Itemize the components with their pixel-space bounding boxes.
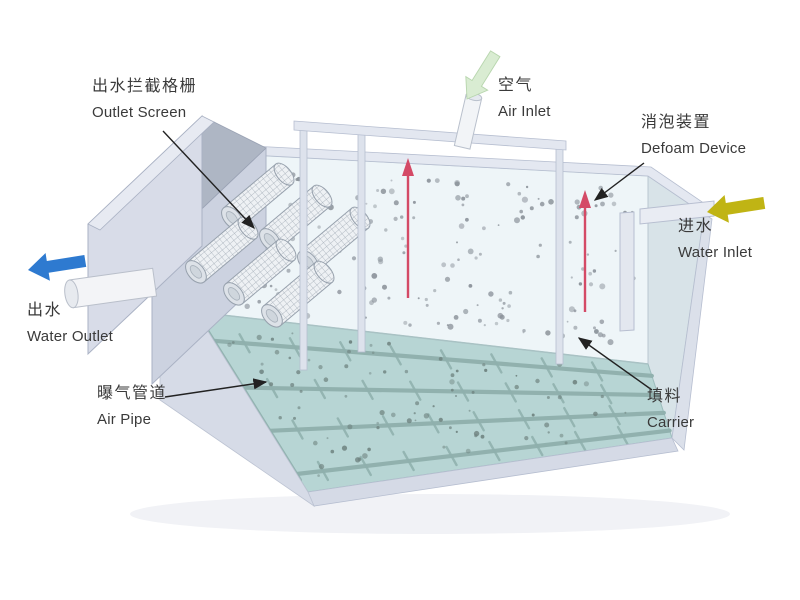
outlet-screen-arrow <box>162 130 255 230</box>
outlet-screens <box>185 162 371 328</box>
defoam-arrowhead-1 <box>402 158 414 176</box>
outlet-pipe-end <box>64 279 79 309</box>
frame-post-right <box>555 141 564 365</box>
label-water-inlet-en: Water Inlet <box>678 244 753 261</box>
water-outlet-arrow <box>28 253 87 281</box>
label-outlet-screen-en: Outlet Screen <box>92 104 187 121</box>
label-air-pipe-en: Air Pipe <box>97 411 152 428</box>
water-inlet-arrow <box>707 195 766 223</box>
chamber-left-wall-top <box>87 115 215 231</box>
carrier-frame <box>293 120 567 371</box>
defoam-device-2 <box>579 190 591 312</box>
defoam-arrowhead-2 <box>579 190 591 208</box>
label-water-outlet: 出水 Water Outlet <box>27 302 114 345</box>
label-water-outlet-zh: 出水 <box>27 302 63 319</box>
dots-floor <box>227 332 627 477</box>
label-air-inlet-en: Air Inlet <box>498 103 551 120</box>
label-air-inlet-zh: 空气 <box>498 77 534 94</box>
air-pipe-arrow <box>164 378 268 398</box>
label-water-inlet: 进水 Water Inlet <box>678 218 753 261</box>
label-defoam-device: 消泡装置 Defoam Device <box>641 114 747 157</box>
label-water-outlet-en: Water Outlet <box>27 328 114 345</box>
label-defoam-device-zh: 消泡装置 <box>641 114 712 131</box>
label-carrier-zh: 填料 <box>647 388 683 405</box>
label-carrier: 填料 Carrier <box>647 388 695 431</box>
air-inlet-arrow <box>465 50 501 100</box>
label-air-pipe: 曝气管道 Air Pipe <box>97 385 168 428</box>
annotation-arrows <box>162 130 653 398</box>
right-wall-outer <box>671 213 713 451</box>
water-outlet-pipe <box>64 267 158 309</box>
ground-shadow <box>130 494 730 534</box>
label-carrier-en: Carrier <box>647 414 695 431</box>
label-air-inlet: 空气 Air Inlet <box>498 77 551 120</box>
frame-post-mid <box>357 129 366 353</box>
label-water-inlet-zh: 进水 <box>678 218 714 235</box>
water-inlet-pipe <box>619 200 715 332</box>
defoam-device-1 <box>402 158 414 298</box>
defoam-device-arrow <box>593 162 645 201</box>
frame-post-left <box>299 125 308 371</box>
label-outlet-screen-zh: 出水拦截格栅 <box>92 78 198 95</box>
label-outlet-screen: 出水拦截格栅 Outlet Screen <box>92 78 198 121</box>
carrier-arrow <box>577 337 653 391</box>
inlet-downpipe <box>619 211 635 332</box>
label-defoam-device-en: Defoam Device <box>641 140 747 157</box>
frame-beam <box>293 120 567 151</box>
label-air-pipe-zh: 曝气管道 <box>97 385 168 402</box>
inlet-horizontal-pipe <box>639 200 715 225</box>
